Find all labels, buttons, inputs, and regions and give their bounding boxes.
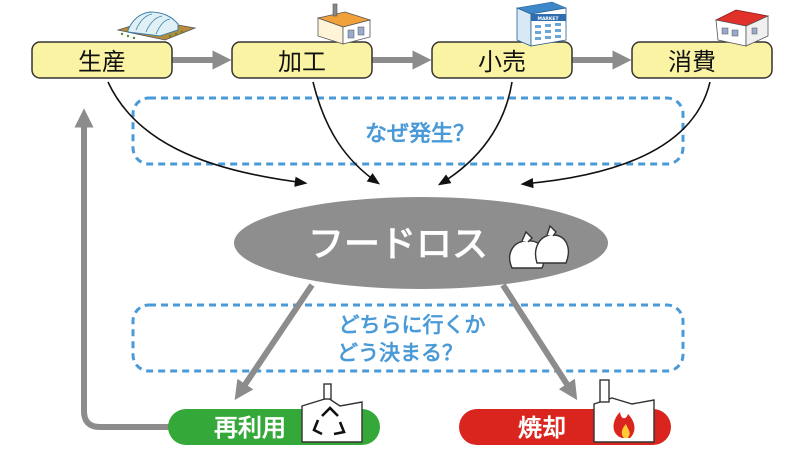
stage-box	[31, 41, 173, 79]
why-question-text: なぜ発生？	[365, 122, 475, 147]
arrow-retail-to-loss	[437, 81, 513, 186]
store-icon: MARKET	[515, 1, 568, 47]
stage-label-retail: 小売	[478, 48, 526, 76]
house-icon	[714, 9, 770, 47]
recycle-badge: 再利用	[168, 383, 380, 445]
stage-production: 生産	[31, 11, 197, 79]
recycle-icon	[301, 383, 363, 443]
destination-question-line1: どちらに行くか	[339, 313, 486, 337]
arrow-loss-to-recycle	[234, 283, 315, 400]
stage-box	[631, 41, 773, 79]
incinerate-badge: 焼却	[459, 379, 671, 445]
recycle-label: 再利用	[214, 414, 286, 442]
loss-arrows	[107, 81, 711, 189]
stage-label-processing: 加工	[278, 48, 326, 76]
stage-box	[431, 41, 573, 79]
incinerator-icon	[593, 379, 655, 443]
stage-processing: 加工	[231, 3, 373, 79]
greenhouse-icon	[116, 11, 197, 41]
destination-question-box	[131, 303, 685, 373]
store-sign-text: MARKET	[537, 16, 559, 22]
arrow-production-to-loss	[107, 81, 308, 187]
incinerate-label: 焼却	[518, 414, 566, 442]
stage-label-consumption: 消費	[668, 48, 716, 76]
arrow-loss-to-incinerate	[500, 283, 578, 401]
arrow-recycle-to-production	[74, 108, 170, 430]
garbage-bags-icon	[509, 224, 570, 269]
stage-consumption: 消費	[631, 9, 773, 79]
stage-label-production: 生産	[78, 48, 126, 76]
stage-box	[231, 41, 373, 79]
destination-question-line2: どう決まる？	[337, 341, 463, 365]
stage-retail: 小売 MARKET	[431, 1, 573, 79]
arrow-processing-to-loss	[312, 81, 381, 185]
factory-icon	[316, 3, 372, 45]
food-loss-label: フードロス	[308, 224, 488, 265]
why-question-box	[131, 96, 685, 166]
arrow-consumption-to-loss	[520, 81, 711, 189]
